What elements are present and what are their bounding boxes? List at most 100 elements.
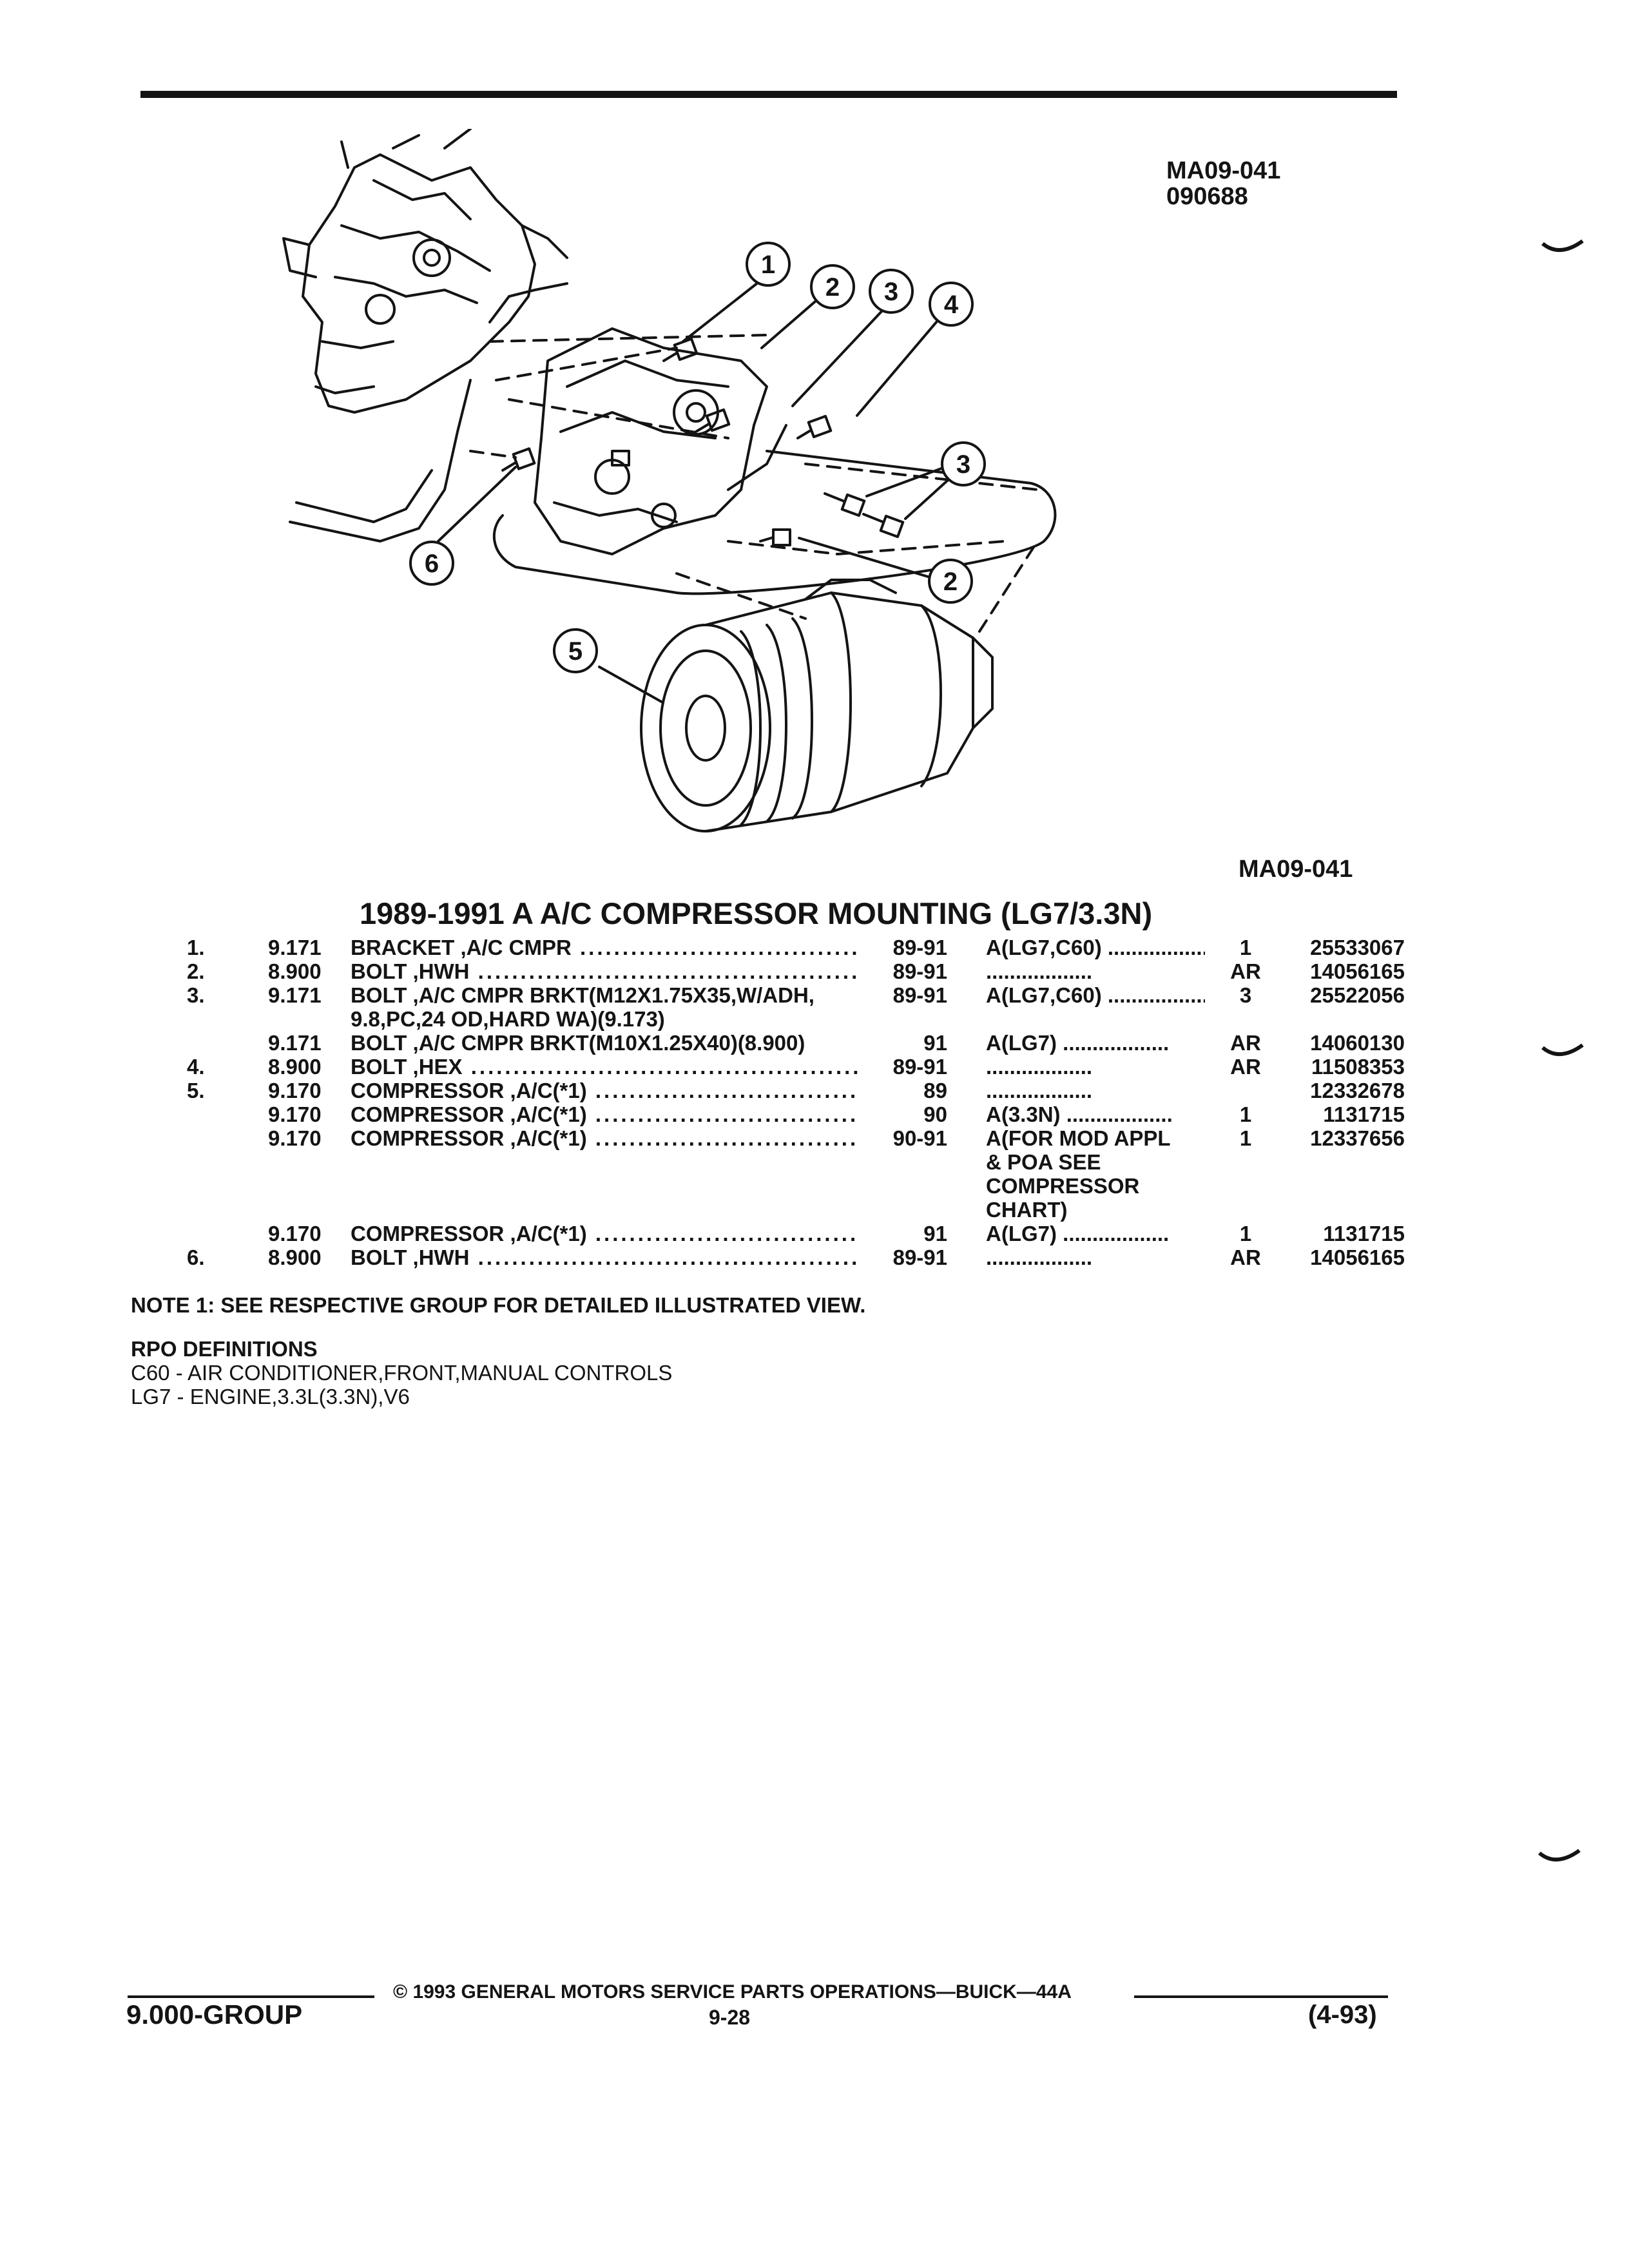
usage: .................. [986, 1055, 1205, 1079]
compressor-mounting-diagram: 1 2 3 4 3 2 6 5 [282, 129, 1057, 832]
description-text: COMPRESSOR ,A/C(*1) [351, 1102, 587, 1126]
leader-dots: ........................................… [477, 1245, 860, 1269]
years: 91 [923, 1222, 947, 1245]
part-description: BOLT ,A/C CMPR BRKT(M10X1.25X40)(8.900) [351, 1031, 883, 1055]
leader-dots: ........................................… [595, 1079, 860, 1102]
years: 89 [923, 1079, 947, 1102]
description-text: BOLT ,A/C CMPR BRKT(M10X1.25X40)(8.900) [351, 1031, 805, 1055]
drive-belt [493, 450, 1057, 595]
group-number: 9.170 [268, 1102, 322, 1126]
figure-code: MA09-041 [1166, 157, 1281, 184]
usage: A(LG7) .................. [986, 1222, 1205, 1245]
usage: A(LG7) .................. [986, 1031, 1205, 1055]
usage-text: A(3.3N) [986, 1102, 1061, 1126]
years: 89-91 [892, 1055, 947, 1079]
callout-1 [746, 242, 791, 287]
part-description: COMPRESSOR ,A/C(*1) ....................… [351, 1079, 860, 1102]
usage: A(LG7,C60) .................. [986, 983, 1205, 1007]
description-text: BOLT ,HWH [351, 959, 470, 983]
part-description: BOLT ,A/C CMPR BRKT(M12X1.75X35,W/ADH,9.… [351, 983, 883, 1031]
leader-dots: .................. [986, 959, 1093, 983]
years: 89-91 [892, 1245, 947, 1269]
leader-dots: ........................................… [595, 1102, 860, 1126]
description-text: BOLT ,HEX [351, 1055, 463, 1079]
part-description: COMPRESSOR ,A/C(*1) ....................… [351, 1222, 860, 1245]
group-number: 9.170 [268, 1079, 322, 1102]
callout-label: 1 [761, 251, 775, 279]
callout-label: 6 [425, 550, 439, 578]
item-number: 1. [187, 936, 205, 959]
figure-code-block: MA09-041 090688 [1166, 158, 1280, 209]
part-number: 12332678 [1310, 1079, 1405, 1102]
quantity: 3 [1239, 983, 1252, 1007]
leader-dots: ........................................… [477, 959, 860, 983]
leader-dots: .................. [1057, 1222, 1170, 1245]
callout-4 [929, 282, 974, 327]
part-number: 11508353 [1311, 1055, 1405, 1079]
quantity: 1 [1239, 1102, 1252, 1126]
footer-page-number: 9-28 [709, 2006, 751, 2029]
years: 89-91 [892, 959, 947, 983]
quantity: 1 [1239, 1126, 1252, 1150]
quantity: AR [1230, 959, 1261, 983]
leader-dots: .................. [1101, 983, 1205, 1007]
quantity: AR [1230, 1055, 1261, 1079]
leader-dots: ........................................… [595, 1222, 860, 1245]
group-number: 9.170 [268, 1126, 322, 1150]
item-number: 3. [187, 983, 205, 1007]
rpo-line: LG7 - ENGINE,3.3L(3.3N),V6 [131, 1385, 410, 1408]
note: NOTE 1: SEE RESPECTIVE GROUP FOR DETAILE… [131, 1293, 866, 1317]
description-continued: 9.8,PC,24 OD,HARD WA)(9.173) [351, 1007, 665, 1031]
leader-dots: .................. [986, 1079, 1093, 1102]
years: 89-91 [892, 936, 947, 959]
years: 90-91 [892, 1126, 947, 1150]
part-number: 1131715 [1323, 1222, 1405, 1245]
part-number: 25533067 [1310, 936, 1405, 959]
part-number: 14056165 [1310, 1245, 1405, 1269]
usage-continued: CHART) [986, 1198, 1068, 1222]
description-text: COMPRESSOR ,A/C(*1) [351, 1079, 587, 1102]
callout-label: 4 [944, 291, 959, 319]
years: 91 [923, 1031, 947, 1055]
item-number: 6. [187, 1245, 205, 1269]
callout-circles [409, 242, 986, 673]
binder-hole-mark [1541, 239, 1584, 253]
callout-6 [409, 541, 454, 586]
quantity: AR [1230, 1031, 1261, 1055]
rpo-line: C60 - AIR CONDITIONER,FRONT,MANUAL CONTR… [131, 1361, 673, 1385]
usage-text: A(FOR MOD APPL [986, 1126, 1171, 1150]
leader-dots: .................. [1057, 1031, 1170, 1055]
quantity: 1 [1239, 936, 1252, 959]
footer-group: 9.000-GROUP [126, 1999, 303, 2030]
leader-dots: .................. [1101, 936, 1205, 959]
group-number: 9.171 [268, 936, 322, 959]
figure-code-bottom: MA09-041 [1239, 856, 1353, 883]
usage-text: A(LG7) [986, 1222, 1057, 1245]
callout-2-right [928, 559, 973, 604]
usage-continued: COMPRESSOR [986, 1174, 1140, 1198]
quantity: AR [1230, 1245, 1261, 1269]
footer-copyright: © 1993 GENERAL MOTORS SERVICE PARTS OPER… [393, 1981, 1072, 2003]
quantity: 1 [1239, 1222, 1252, 1245]
usage-continued: & POA SEE [986, 1150, 1101, 1174]
ac-bracket [534, 327, 787, 555]
callout-label: 3 [956, 450, 970, 479]
part-number: 25522056 [1310, 983, 1405, 1007]
leader-dots: ........................................… [470, 1055, 860, 1079]
leader-dots: .................. [986, 1055, 1093, 1079]
section-title: 1989-1991 A A/C COMPRESSOR MOUNTING (LG7… [360, 896, 1153, 930]
part-description: COMPRESSOR ,A/C(*1) ....................… [351, 1102, 860, 1126]
description-text: COMPRESSOR ,A/C(*1) [351, 1126, 587, 1150]
engine-block [282, 129, 568, 543]
usage-text: A(LG7,C60) [986, 936, 1102, 959]
item-number: 2. [187, 959, 205, 983]
item-number: 5. [187, 1079, 205, 1102]
leader-dots: .................. [1060, 1102, 1173, 1126]
footer-rule-right [1134, 1995, 1388, 1998]
part-number: 14060130 [1310, 1031, 1405, 1055]
rpo-header: RPO DEFINITIONS [131, 1337, 318, 1361]
callout-label: 5 [568, 637, 583, 666]
years: 90 [923, 1102, 947, 1126]
part-description: BOLT ,HWH ..............................… [351, 1245, 860, 1269]
